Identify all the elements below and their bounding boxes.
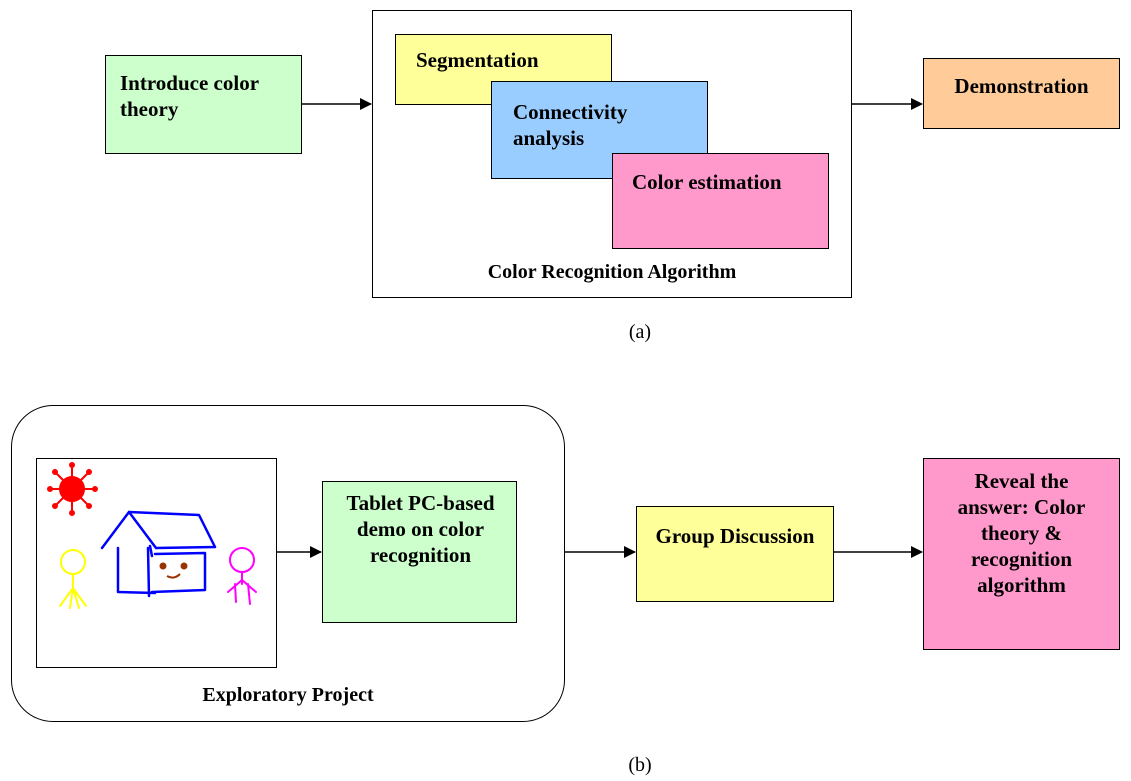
connectivity-label: Connectivity analysis — [513, 100, 628, 150]
sun-drawing — [47, 462, 98, 516]
face-drawing — [159, 562, 188, 579]
intro-label: Introduce color theory — [120, 71, 259, 121]
algorithm-label: Color Recognition Algorithm — [487, 261, 737, 283]
group-discussion-box: Group Discussion — [636, 506, 834, 602]
tablet-demo-label: Tablet PC-based demo on color recognitio… — [346, 491, 495, 567]
intro-box: Introduce color theory — [105, 55, 302, 154]
caption-b: (b) — [628, 754, 652, 776]
reveal-box: Reveal the answer: Color theory & recogn… — [923, 458, 1120, 650]
tablet-demo-box: Tablet PC-based demo on color recognitio… — [322, 481, 517, 623]
estimation-box: Color estimation — [612, 153, 829, 249]
estimation-label: Color estimation — [632, 170, 782, 194]
project-label: Exploratory Project — [202, 684, 374, 706]
caption-a: (a) — [628, 321, 652, 343]
group-discussion-label: Group Discussion — [655, 524, 815, 548]
stick-figure-left — [59, 549, 87, 609]
stick-figure-right — [227, 547, 257, 605]
reveal-label: Reveal the answer: Color theory & recogn… — [957, 469, 1086, 597]
house-drawing — [100, 510, 217, 598]
demonstration-box: Demonstration — [923, 58, 1120, 129]
demonstration-label: Demonstration — [954, 74, 1089, 98]
segmentation-label: Segmentation — [416, 48, 539, 72]
